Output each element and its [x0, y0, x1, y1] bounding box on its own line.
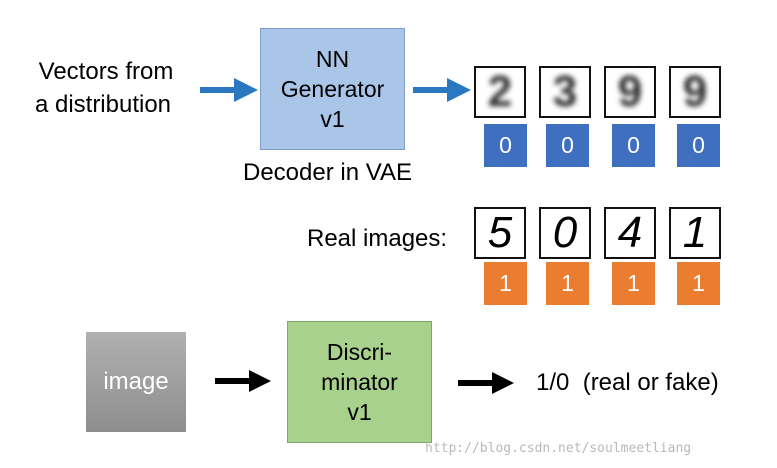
arrow-to-generated-images — [413, 78, 471, 102]
watermark: http://blog.csdn.net/soulmeetliang — [425, 441, 692, 456]
real-image-3: 4 — [604, 207, 656, 259]
image-input-label: image — [103, 368, 169, 395]
generated-image-1: 2 — [474, 66, 526, 118]
discriminator-line-2: minator — [321, 369, 398, 395]
arrow-to-discriminator — [215, 370, 271, 392]
real-image-2: 0 — [539, 207, 591, 259]
generated-label-1: 0 — [484, 124, 527, 167]
real-label-3: 1 — [612, 262, 655, 305]
source-line-2: a distribution — [34, 91, 172, 118]
real-image-4: 1 — [669, 207, 721, 259]
generator-line-1: NN — [315, 46, 350, 72]
discriminator-box: Discri- minator v1 — [287, 321, 432, 443]
image-input-box: image — [86, 332, 186, 432]
generated-image-2: 3 — [539, 66, 591, 118]
generated-image-3: 9 — [604, 66, 656, 118]
discriminator-line-3: v1 — [347, 399, 372, 425]
generated-label-3: 0 — [612, 124, 655, 167]
output-text: 1/0 (real or fake) — [536, 369, 719, 396]
source-line-1: Vectors from — [38, 58, 174, 85]
real-label-1: 1 — [484, 262, 527, 305]
generator-caption: Decoder in VAE — [243, 159, 412, 186]
generated-label-4: 0 — [677, 124, 720, 167]
real-image-1: 5 — [474, 207, 526, 259]
generated-image-4: 9 — [669, 66, 721, 118]
generator-line-3: v1 — [320, 106, 345, 132]
source-text: Vectors from a distribution — [30, 55, 182, 121]
generator-line-2: Generator — [280, 76, 385, 102]
real-images-caption: Real images: — [307, 225, 448, 252]
arrow-to-output — [458, 372, 514, 394]
generator-box: NN Generator v1 — [260, 28, 405, 150]
real-label-2: 1 — [546, 262, 589, 305]
discriminator-line-1: Discri- — [326, 339, 393, 365]
generated-label-2: 0 — [546, 124, 589, 167]
arrow-to-generator — [200, 78, 258, 102]
real-label-4: 1 — [677, 262, 720, 305]
